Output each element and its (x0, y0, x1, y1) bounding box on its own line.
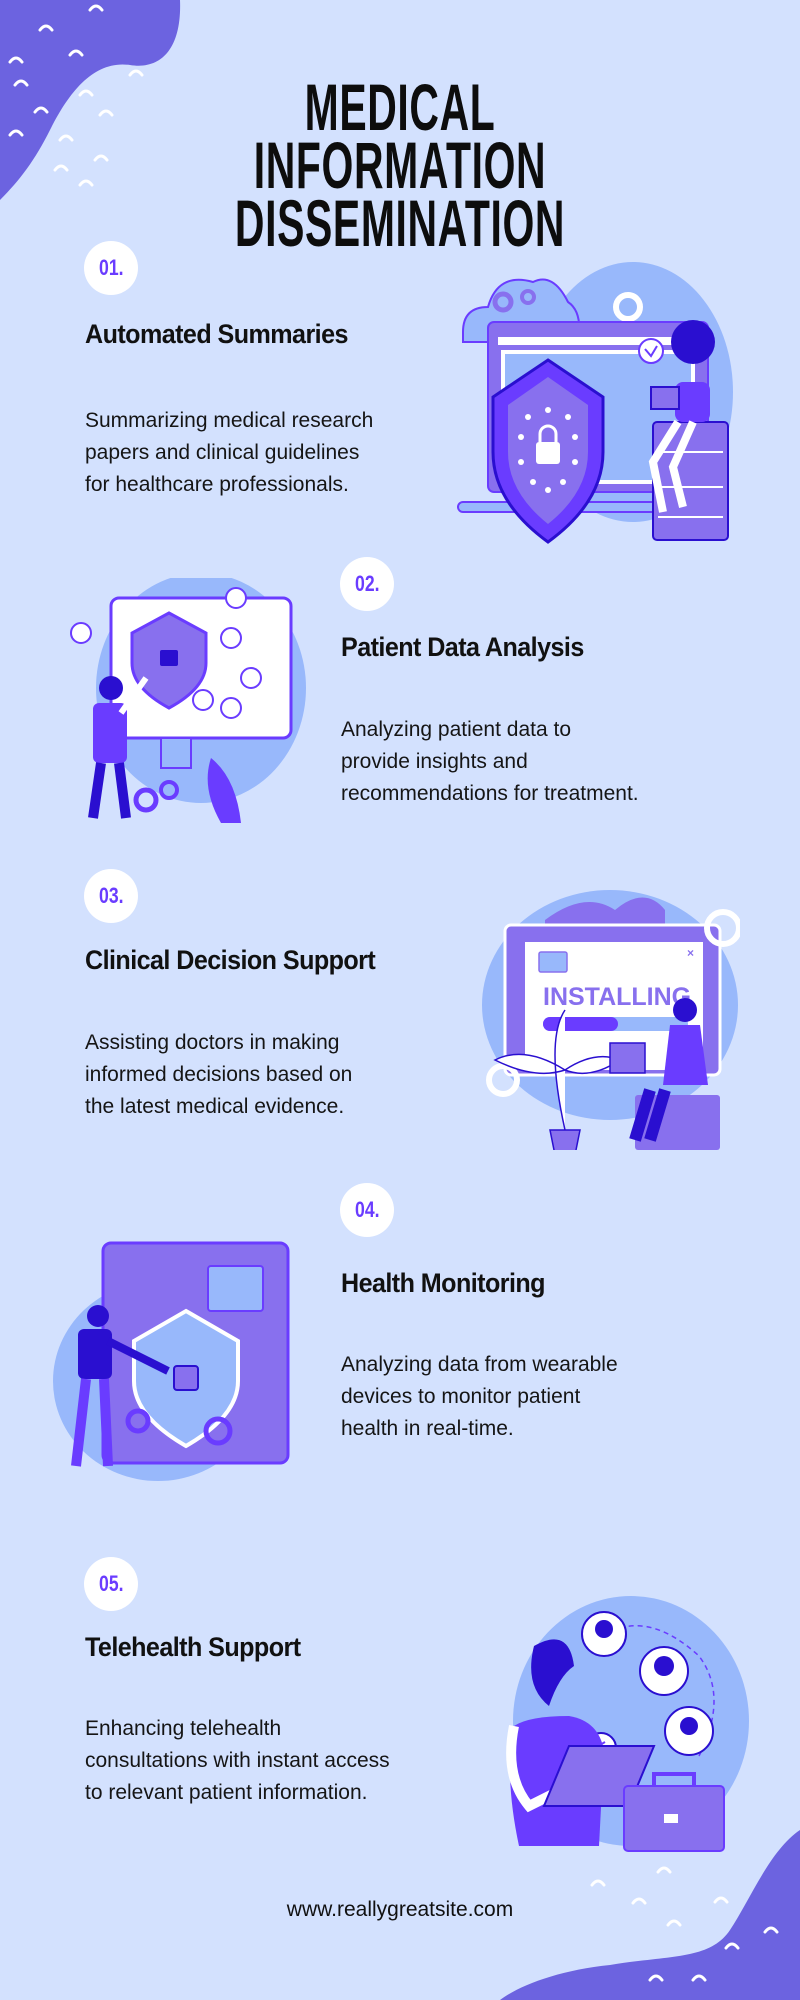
footer-website: www.reallygreatsite.com (286, 1898, 514, 1921)
security-shield-illustration (457, 262, 733, 544)
section-heading: Clinical Decision Support (85, 945, 376, 975)
body-line: recommendations for treatment. (341, 782, 639, 805)
body-line: devices to monitor patient (341, 1385, 581, 1408)
bottom-right-blob (500, 1830, 800, 2000)
section-heading: Telehealth Support (85, 1632, 301, 1662)
section-number-badge: 04. (340, 1183, 394, 1237)
section-number-badge: 05. (84, 1557, 138, 1611)
body-line: Summarizing medical research (85, 409, 374, 432)
section-body: Assisting doctors in making informed dec… (85, 1027, 445, 1123)
page-title: MEDICAL INFORMATION DISSEMINATION (0, 70, 800, 260)
title-line-1: MEDICAL (304, 70, 496, 144)
title-line-3: DISSEMINATION (234, 186, 566, 260)
body-line: Analyzing patient data to (341, 718, 571, 741)
section-body: Analyzing patient data to provide insigh… (341, 714, 701, 810)
body-line: consultations with instant access (85, 1749, 390, 1772)
section-number-badge: 02. (340, 557, 394, 611)
section-body: Summarizing medical research papers and … (85, 405, 445, 501)
health-monitoring-illustration (53, 1241, 290, 1481)
section-heading: Automated Summaries (85, 319, 348, 349)
body-line: to relevant patient information. (85, 1781, 368, 1804)
section-number: 05. (98, 1571, 124, 1596)
section-number-badge: 03. (84, 869, 138, 923)
body-line: Analyzing data from wearable (341, 1353, 618, 1376)
installing-illustration: × INSTALLING (482, 890, 740, 1150)
section-body: Analyzing data from wearable devices to … (341, 1349, 701, 1445)
svg-text:×: × (687, 946, 694, 960)
data-analysis-illustration (70, 578, 306, 823)
section-number: 01. (98, 255, 124, 280)
section-heading: Health Monitoring (341, 1268, 545, 1298)
top-left-blob (0, 0, 181, 200)
body-line: Assisting doctors in making (85, 1031, 340, 1054)
title-line-2: INFORMATION (253, 128, 547, 202)
section-number: 04. (354, 1197, 380, 1222)
section-number-badge: 01. (84, 241, 138, 295)
section-number: 03. (98, 883, 124, 908)
telehealth-illustration (506, 1596, 749, 1852)
body-line: Enhancing telehealth (85, 1717, 282, 1740)
body-line: papers and clinical guidelines (85, 441, 360, 464)
body-line: for healthcare professionals. (85, 473, 349, 496)
body-line: informed decisions based on (85, 1063, 353, 1086)
body-line: the latest medical evidence. (85, 1095, 345, 1118)
section-body: Enhancing telehealth consultations with … (85, 1713, 445, 1809)
installing-label: INSTALLING (543, 983, 691, 1011)
body-line: provide insights and (341, 750, 528, 773)
section-heading: Patient Data Analysis (341, 632, 584, 662)
body-line: health in real-time. (341, 1417, 514, 1440)
section-number: 02. (354, 571, 380, 596)
